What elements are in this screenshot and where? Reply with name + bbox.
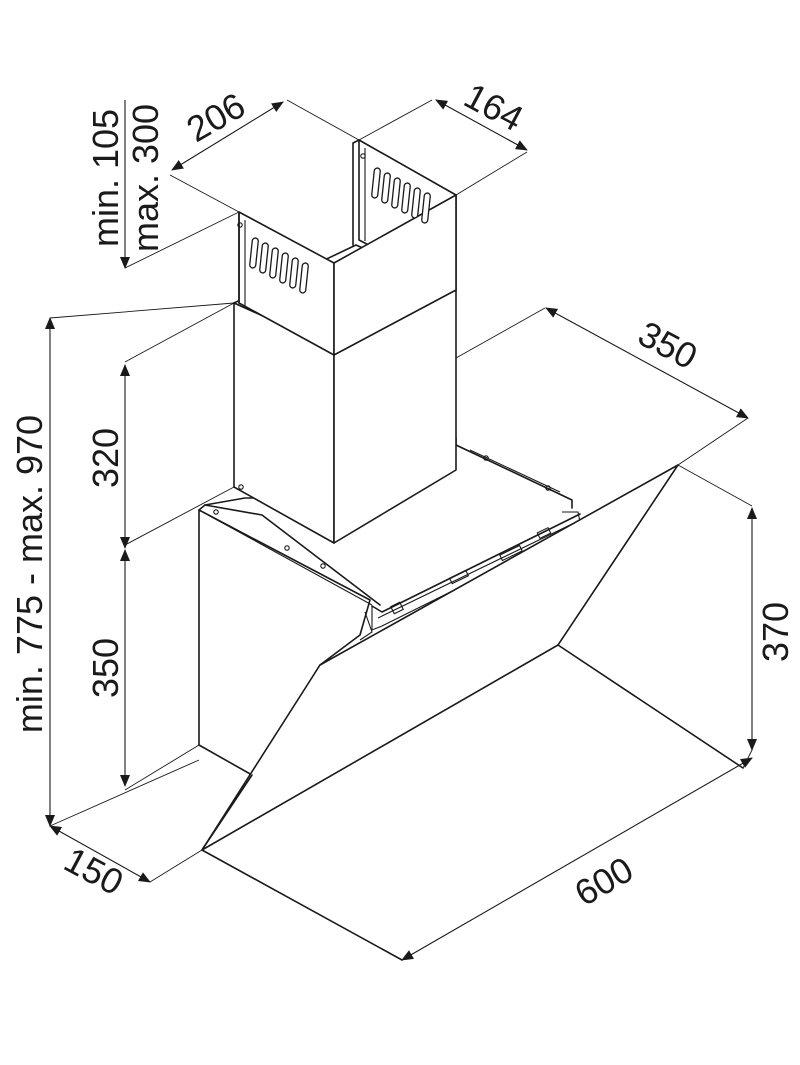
label-320: 320 [85,428,126,488]
label-min-105: min. 105 [85,109,126,247]
chimney-vent-slots-left [249,237,309,294]
hood-outline [198,437,744,961]
dim-line-600 [401,757,753,961]
label-150: 150 [58,839,130,903]
label-max-300: max. 300 [125,104,166,252]
label-350-depth: 350 [632,313,704,377]
label-total-height: min. 775 - max. 970 [9,415,50,733]
label-370: 370 [755,602,796,662]
label-350-body: 350 [85,638,126,698]
label-206: 206 [179,84,252,150]
dim-line-164 [435,99,528,151]
dimension-lines [45,99,757,961]
dim-line-150 [49,825,151,883]
label-164: 164 [458,75,530,139]
extension-lines [49,99,753,883]
dim-line-350-depth [545,307,749,419]
dim-line-206 [171,101,284,171]
upper-chimney [237,139,457,356]
chimney-vent-slots-back [371,167,431,224]
